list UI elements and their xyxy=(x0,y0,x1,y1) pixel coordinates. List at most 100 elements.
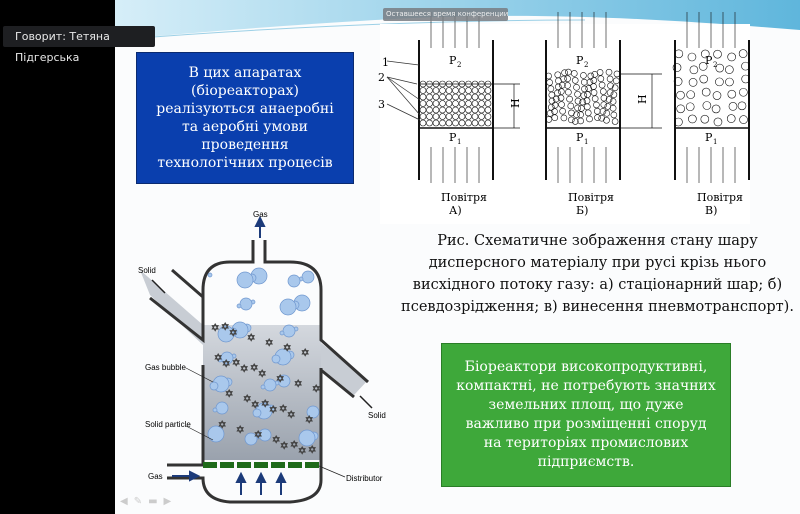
gas-bubble xyxy=(212,407,218,413)
solid-particle: ✡ xyxy=(298,446,306,457)
solid-particle: ✡ xyxy=(301,348,309,359)
pressure-p2-subscript: 2 xyxy=(713,61,717,69)
text-line: В цих апаратах xyxy=(188,65,302,81)
solid-particle: ✡ xyxy=(294,379,302,390)
pressure-p2-label: P xyxy=(576,54,584,67)
solid-particle: ✡ xyxy=(280,441,288,452)
gas-bubble xyxy=(236,303,242,309)
solid-particle: ✡ xyxy=(232,358,240,369)
gas-bubble xyxy=(279,330,285,336)
pressure-p2-subscript: 2 xyxy=(457,61,461,69)
gas-bubble xyxy=(217,325,235,343)
text-line: земельних площ, що дуже xyxy=(488,397,684,413)
text-line: (біореакторах) xyxy=(191,83,299,99)
conference-time-remaining: Оставшееся время конференции: 05:51 xyxy=(383,8,508,21)
text-line: реалізуються анаеробні xyxy=(156,101,334,117)
panel-letter: А) xyxy=(449,204,462,217)
info-box-blue: В цих апаратах (біореакторах) реалізують… xyxy=(136,52,354,184)
caption-line: дисперсного матеріалу при русі крізь ньо… xyxy=(428,255,767,271)
solid-particle: ✡ xyxy=(251,400,259,411)
pressure-p1-subscript: 1 xyxy=(713,138,717,146)
gas-bubble xyxy=(260,384,266,390)
gas-bubble xyxy=(239,297,253,311)
solid-particle: ✡ xyxy=(229,328,237,339)
label-gas-bubble: Gas bubble xyxy=(145,363,186,372)
solid-particle: ✡ xyxy=(276,374,284,385)
solid-particle: ✡ xyxy=(290,440,298,451)
caption-line: псевдозрідження; в) винесення пневмотран… xyxy=(401,299,794,315)
gas-bubble xyxy=(236,271,254,289)
panel-air-label: Повітря xyxy=(568,191,614,204)
solid-particle: ✡ xyxy=(222,359,230,370)
solid-particle: ✡ xyxy=(308,445,316,456)
gas-bubble xyxy=(306,405,320,419)
pressure-p1-subscript: 1 xyxy=(457,138,461,146)
solid-particle: ✡ xyxy=(243,394,251,405)
solid-particle: ✡ xyxy=(265,338,273,349)
label-solid-particle: Solid particle xyxy=(145,420,191,429)
gas-bubble xyxy=(263,378,277,392)
label-solid-in: Solid xyxy=(138,266,156,275)
solid-particle: ✡ xyxy=(261,399,269,410)
pressure-p1-label: P xyxy=(449,131,457,144)
panel-air-label: Повітря xyxy=(441,191,487,204)
solid-particle: ✡ xyxy=(283,343,291,354)
text-line: компактні, не потребують значних xyxy=(456,378,716,394)
menu-icon[interactable]: ▬ xyxy=(148,496,164,507)
gas-bubble xyxy=(287,274,301,288)
solid-particle: ✡ xyxy=(240,364,248,375)
solid-particle: ✡ xyxy=(250,363,258,374)
solid-particle: ✡ xyxy=(247,333,255,344)
text-line: підприємств. xyxy=(537,454,635,470)
solid-particle: ✡ xyxy=(272,435,280,446)
panel-air-label: Повітря xyxy=(697,191,743,204)
label-2: 2 xyxy=(378,71,385,84)
pen-icon[interactable]: ✎ xyxy=(133,496,149,507)
active-speaker-label: Говорит: Тетяна Підгерська xyxy=(3,26,155,64)
solid-particle: ✡ xyxy=(305,415,313,426)
label-1: 1 xyxy=(382,56,389,69)
solid-particle: ✡ xyxy=(254,430,262,441)
gas-bubble xyxy=(282,324,296,338)
slide-nav-controls[interactable]: ◀✎▬▶ xyxy=(120,496,177,507)
label-gas-in: Gas xyxy=(148,472,163,481)
solid-particle: ✡ xyxy=(258,369,266,380)
solid-particle: ✡ xyxy=(221,322,229,333)
text-line: проведення xyxy=(201,137,289,153)
label-gas-out: Gas xyxy=(253,210,268,219)
gas-bubble xyxy=(279,298,297,316)
gas-bubble xyxy=(301,270,315,284)
fluidized-bed-reactor-diagram: ✡✡✡✡✡✡✡✡✡✡✡✡✡✡✡✡✡✡✡✡✡✡✡✡✡✡✡✡✡✡✡✡ Gas Sol… xyxy=(138,210,386,504)
pressure-p2-subscript: 2 xyxy=(584,61,588,69)
label-solid-out: Solid xyxy=(368,411,386,420)
pressure-p2-label: P xyxy=(705,54,713,67)
panel-letter: В) xyxy=(705,204,717,217)
text-line: важливо при розміщенні споруд xyxy=(465,416,707,432)
solid-particle: ✡ xyxy=(225,389,233,400)
figure-caption: Рис. Схематичне зображення стану шару ди… xyxy=(400,230,795,318)
label-3: 3 xyxy=(378,98,385,111)
caption-line: висхідного потоку газу: а) стаціонарний … xyxy=(412,277,783,293)
solid-particle: ✡ xyxy=(312,384,320,395)
solid-particle: ✡ xyxy=(214,353,222,364)
pressure-p1-label: P xyxy=(705,131,713,144)
pressure-p2-label: P xyxy=(449,54,457,67)
solid-particle: ✡ xyxy=(287,410,295,421)
text-line: технологічних процесів xyxy=(157,155,333,171)
gas-bubble xyxy=(209,381,219,391)
info-box-green: Біореактори високопродуктивні, компактні… xyxy=(441,343,731,487)
text-line: на територіях промислових xyxy=(483,435,689,451)
gas-bubble xyxy=(217,357,223,363)
solid-particle: ✡ xyxy=(279,404,287,415)
gas-bubble xyxy=(252,408,262,418)
gas-bubble xyxy=(271,354,281,364)
gas-bubble xyxy=(215,401,229,415)
pressure-p1-label: P xyxy=(576,131,584,144)
caption-line: Рис. Схематичне зображення стану шару xyxy=(437,233,758,249)
next-slide-icon[interactable]: ▶ xyxy=(163,496,178,507)
solid-particle: ✡ xyxy=(218,420,226,431)
panel-letter: Б) xyxy=(576,204,588,217)
text-line: та аеробні умови xyxy=(181,119,309,135)
prev-slide-icon[interactable]: ◀ xyxy=(120,496,134,507)
